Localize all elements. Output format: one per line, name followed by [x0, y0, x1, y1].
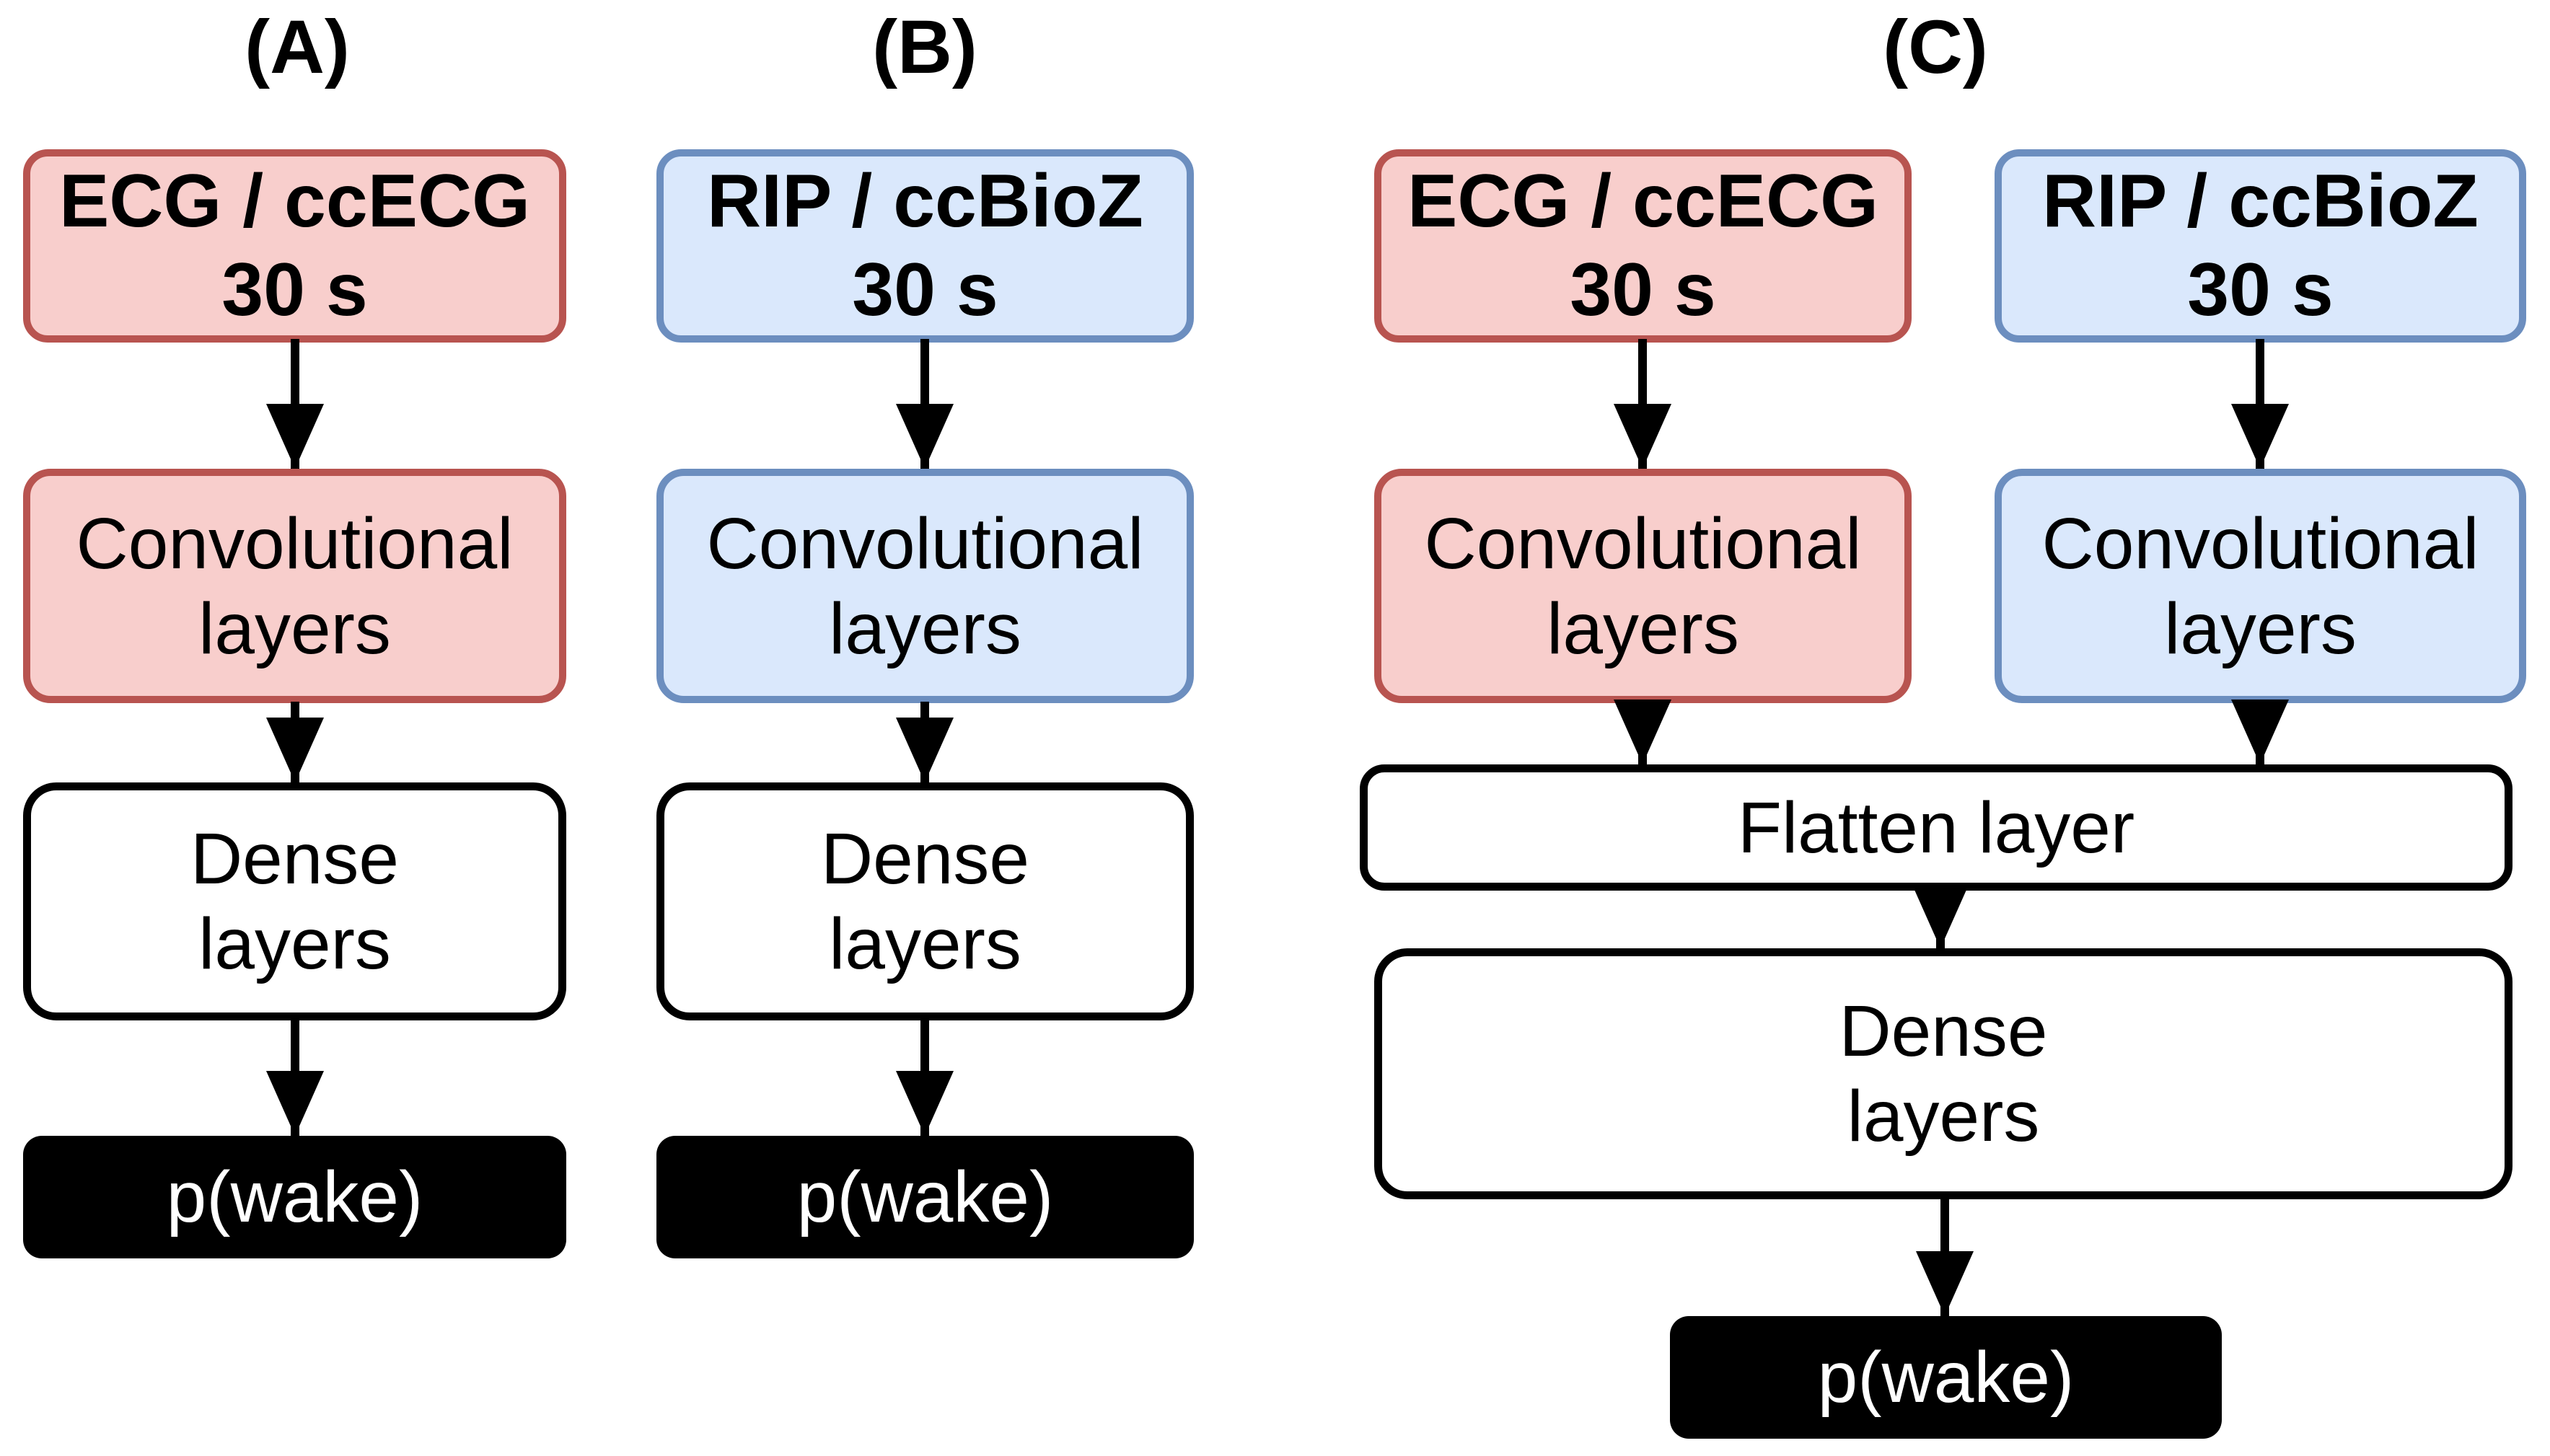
panel-a-dense-layers-box: Dense layers — [23, 782, 566, 1020]
panel-c-conv-layers-rip-box: Convolutional layers — [1995, 469, 2526, 703]
panel-b-dense-layers-box: Dense layers — [656, 782, 1194, 1020]
panel-c-conv-layers-ecg-box: Convolutional layers — [1374, 469, 1912, 703]
panel-c-input-ecg-box: ECG / ccECG 30 s — [1374, 149, 1912, 343]
panel-a-output-box: p(wake) — [23, 1136, 566, 1258]
panel-c-output-box: p(wake) — [1670, 1316, 2222, 1439]
panel-c-label: (C) — [1883, 5, 1988, 89]
panel-c-flatten-layer-box: Flatten layer — [1360, 764, 2512, 891]
panel-b-conv-layers-box: Convolutional layers — [656, 469, 1194, 703]
panel-b-label: (B) — [872, 5, 977, 89]
panel-a-conv-layers-box: Convolutional layers — [23, 469, 566, 703]
panel-b-input-rip-box: RIP / ccBioZ 30 s — [656, 149, 1194, 343]
panel-c-dense-layers-box: Dense layers — [1374, 948, 2512, 1199]
panel-a-label: (A) — [245, 5, 350, 89]
panel-c-input-rip-box: RIP / ccBioZ 30 s — [1995, 149, 2526, 343]
panel-b-output-box: p(wake) — [656, 1136, 1194, 1258]
panel-a-input-ecg-box: ECG / ccECG 30 s — [23, 149, 566, 343]
